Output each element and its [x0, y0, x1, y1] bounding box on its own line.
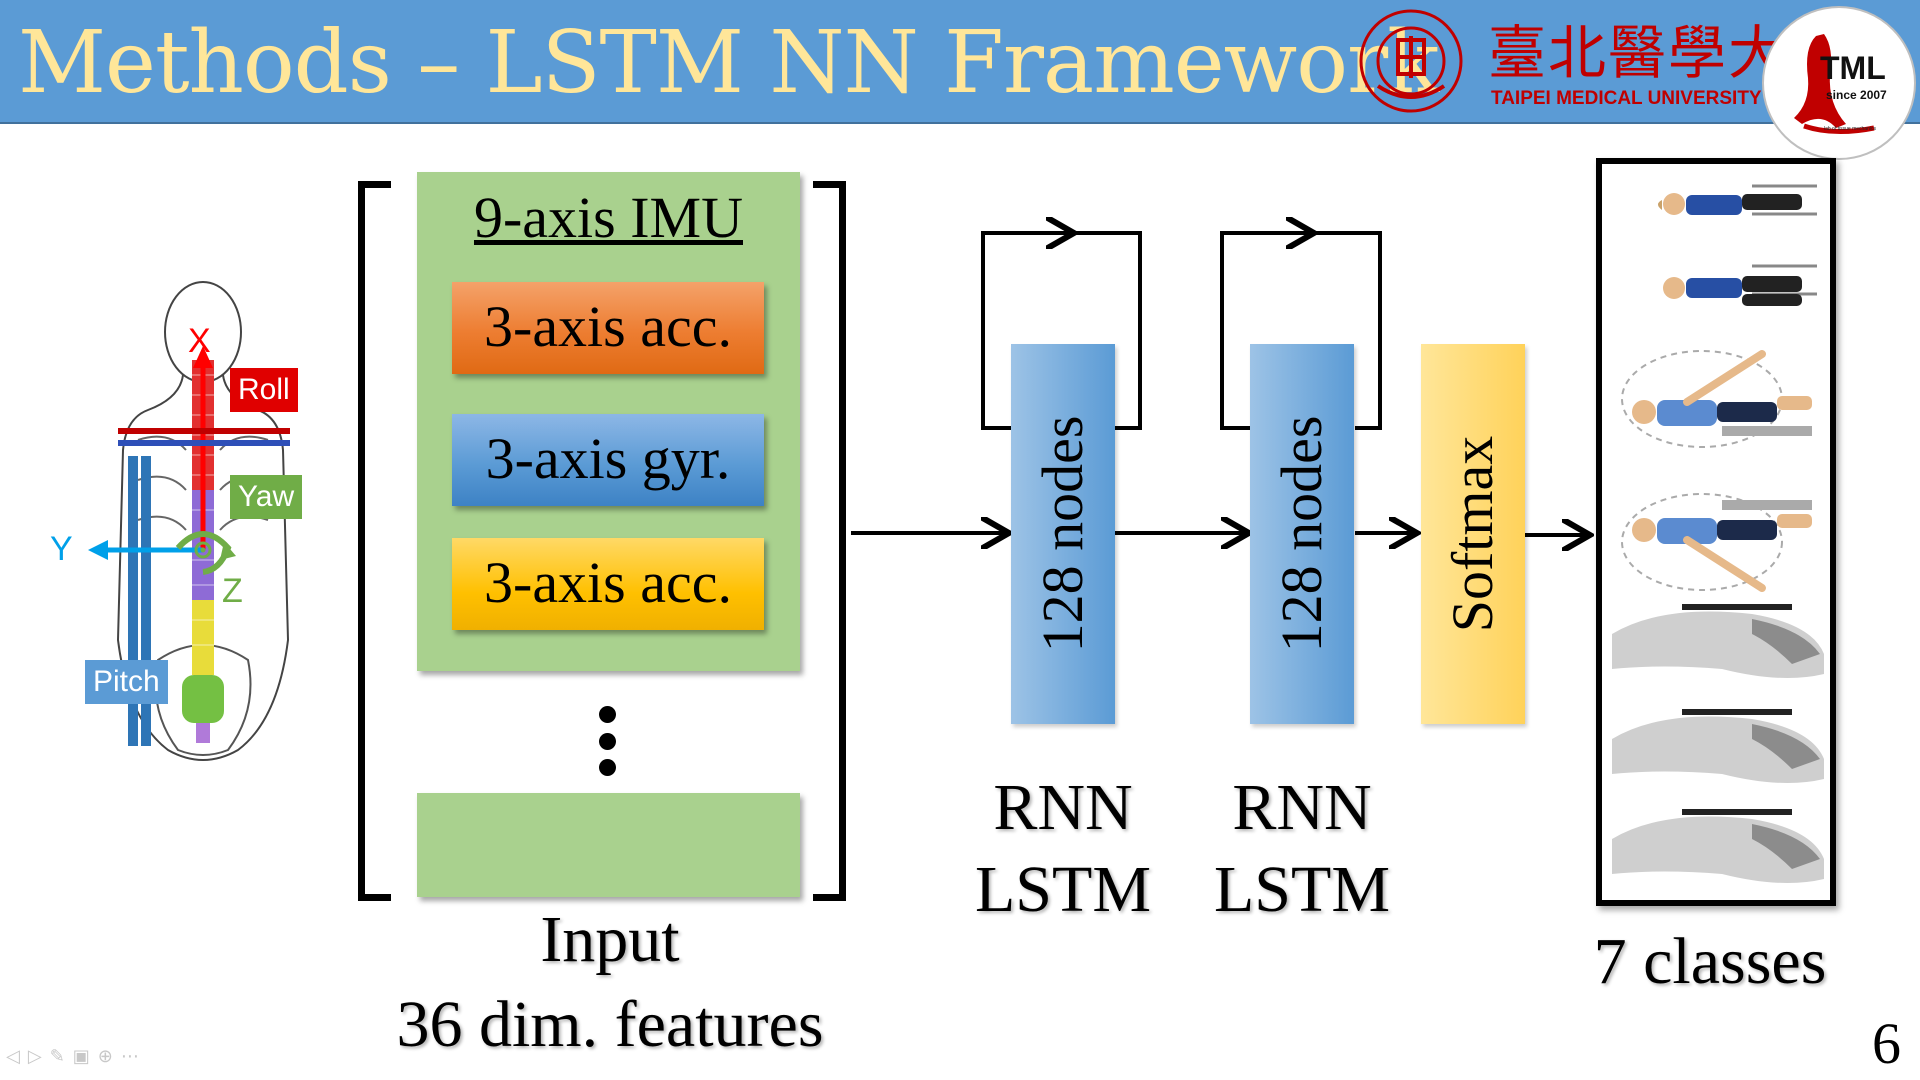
- axis-label-z: Z: [222, 572, 243, 610]
- lstm-layer-2-caption: RNN: [1232, 771, 1372, 844]
- output-classes-frame: [1596, 158, 1836, 906]
- lstm-layer-2-nodes: 128 nodes: [1269, 415, 1334, 653]
- roll-label: Roll: [230, 368, 298, 412]
- lstm-layer-1-caption: RNN: [993, 771, 1133, 844]
- pose-class-5: [1612, 604, 1824, 678]
- nav-prev-icon[interactable]: ◁: [6, 1046, 28, 1067]
- lstm-layer-1-caption-2: LSTM: [974, 853, 1152, 926]
- pose-class-1: [1658, 184, 1817, 216]
- ellipsis-dot: [599, 759, 616, 776]
- page-number: 6: [1872, 1011, 1901, 1076]
- header-bar: [0, 0, 1920, 124]
- lstm-layer-2-caption-2: LSTM: [1213, 853, 1391, 926]
- gyroscope-box: 3-axis gyr.: [452, 414, 764, 506]
- lstm-layer-1: [1011, 344, 1115, 724]
- slides-icon[interactable]: ▣: [72, 1046, 98, 1067]
- seal-logo-icon: [1359, 9, 1463, 113]
- zoom-icon[interactable]: ⊕: [97, 1046, 121, 1067]
- tml-logo-icon: [1762, 6, 1916, 160]
- accelerometer-box-2: 3-axis acc.: [452, 538, 764, 630]
- input-panel-last: [417, 793, 800, 897]
- yaw-label: Yaw: [230, 475, 303, 519]
- slideshow-controls[interactable]: ◁▷✎▣⊕⋯: [6, 1046, 147, 1067]
- pose-class-6: [1612, 709, 1824, 783]
- accelerometer-box: 3-axis acc.: [452, 282, 764, 374]
- input-bracket-right: [813, 181, 846, 901]
- pen-icon[interactable]: ✎: [49, 1046, 73, 1067]
- slide-title: Methods – LSTM NN Framework: [18, 13, 1439, 113]
- exercise-pose-icon: [1612, 184, 1824, 883]
- pitch-label: Pitch: [85, 660, 168, 704]
- more-icon[interactable]: ⋯: [120, 1046, 147, 1067]
- university-name-english: TAIPEI MEDICAL UNIVERSITY: [1491, 88, 1762, 109]
- lstm-layer-2: [1250, 344, 1354, 724]
- softmax-label: Softmax: [1440, 435, 1505, 633]
- pose-class-7: [1612, 809, 1824, 883]
- pose-class-4: [1621, 493, 1812, 592]
- axis-label-y: Y: [50, 530, 73, 568]
- tml-logo-tagline: lab of tissue mechanics: [1824, 126, 1876, 132]
- pose-class-3: [1621, 350, 1812, 448]
- axis-label-x: X: [188, 322, 211, 360]
- nav-next-icon[interactable]: ▷: [27, 1046, 50, 1067]
- tml-logo-since: since 2007: [1826, 88, 1887, 102]
- output-classes-label: 7 classes: [1593, 925, 1827, 998]
- softmax-layer: [1421, 344, 1525, 724]
- input-bracket-left: [358, 181, 391, 901]
- imu-panel-title: 9-axis IMU: [473, 185, 743, 250]
- ellipsis-dot: [599, 706, 616, 723]
- lstm-layer-1-nodes: 128 nodes: [1030, 415, 1095, 653]
- spine-diagram-icon: [88, 281, 290, 761]
- pose-class-2: [1663, 264, 1817, 306]
- tml-logo-name: TML: [1820, 50, 1886, 86]
- ellipsis-dot: [599, 733, 616, 750]
- input-label: Input: [540, 903, 680, 976]
- input-features-label: 36 dim. features: [396, 988, 824, 1061]
